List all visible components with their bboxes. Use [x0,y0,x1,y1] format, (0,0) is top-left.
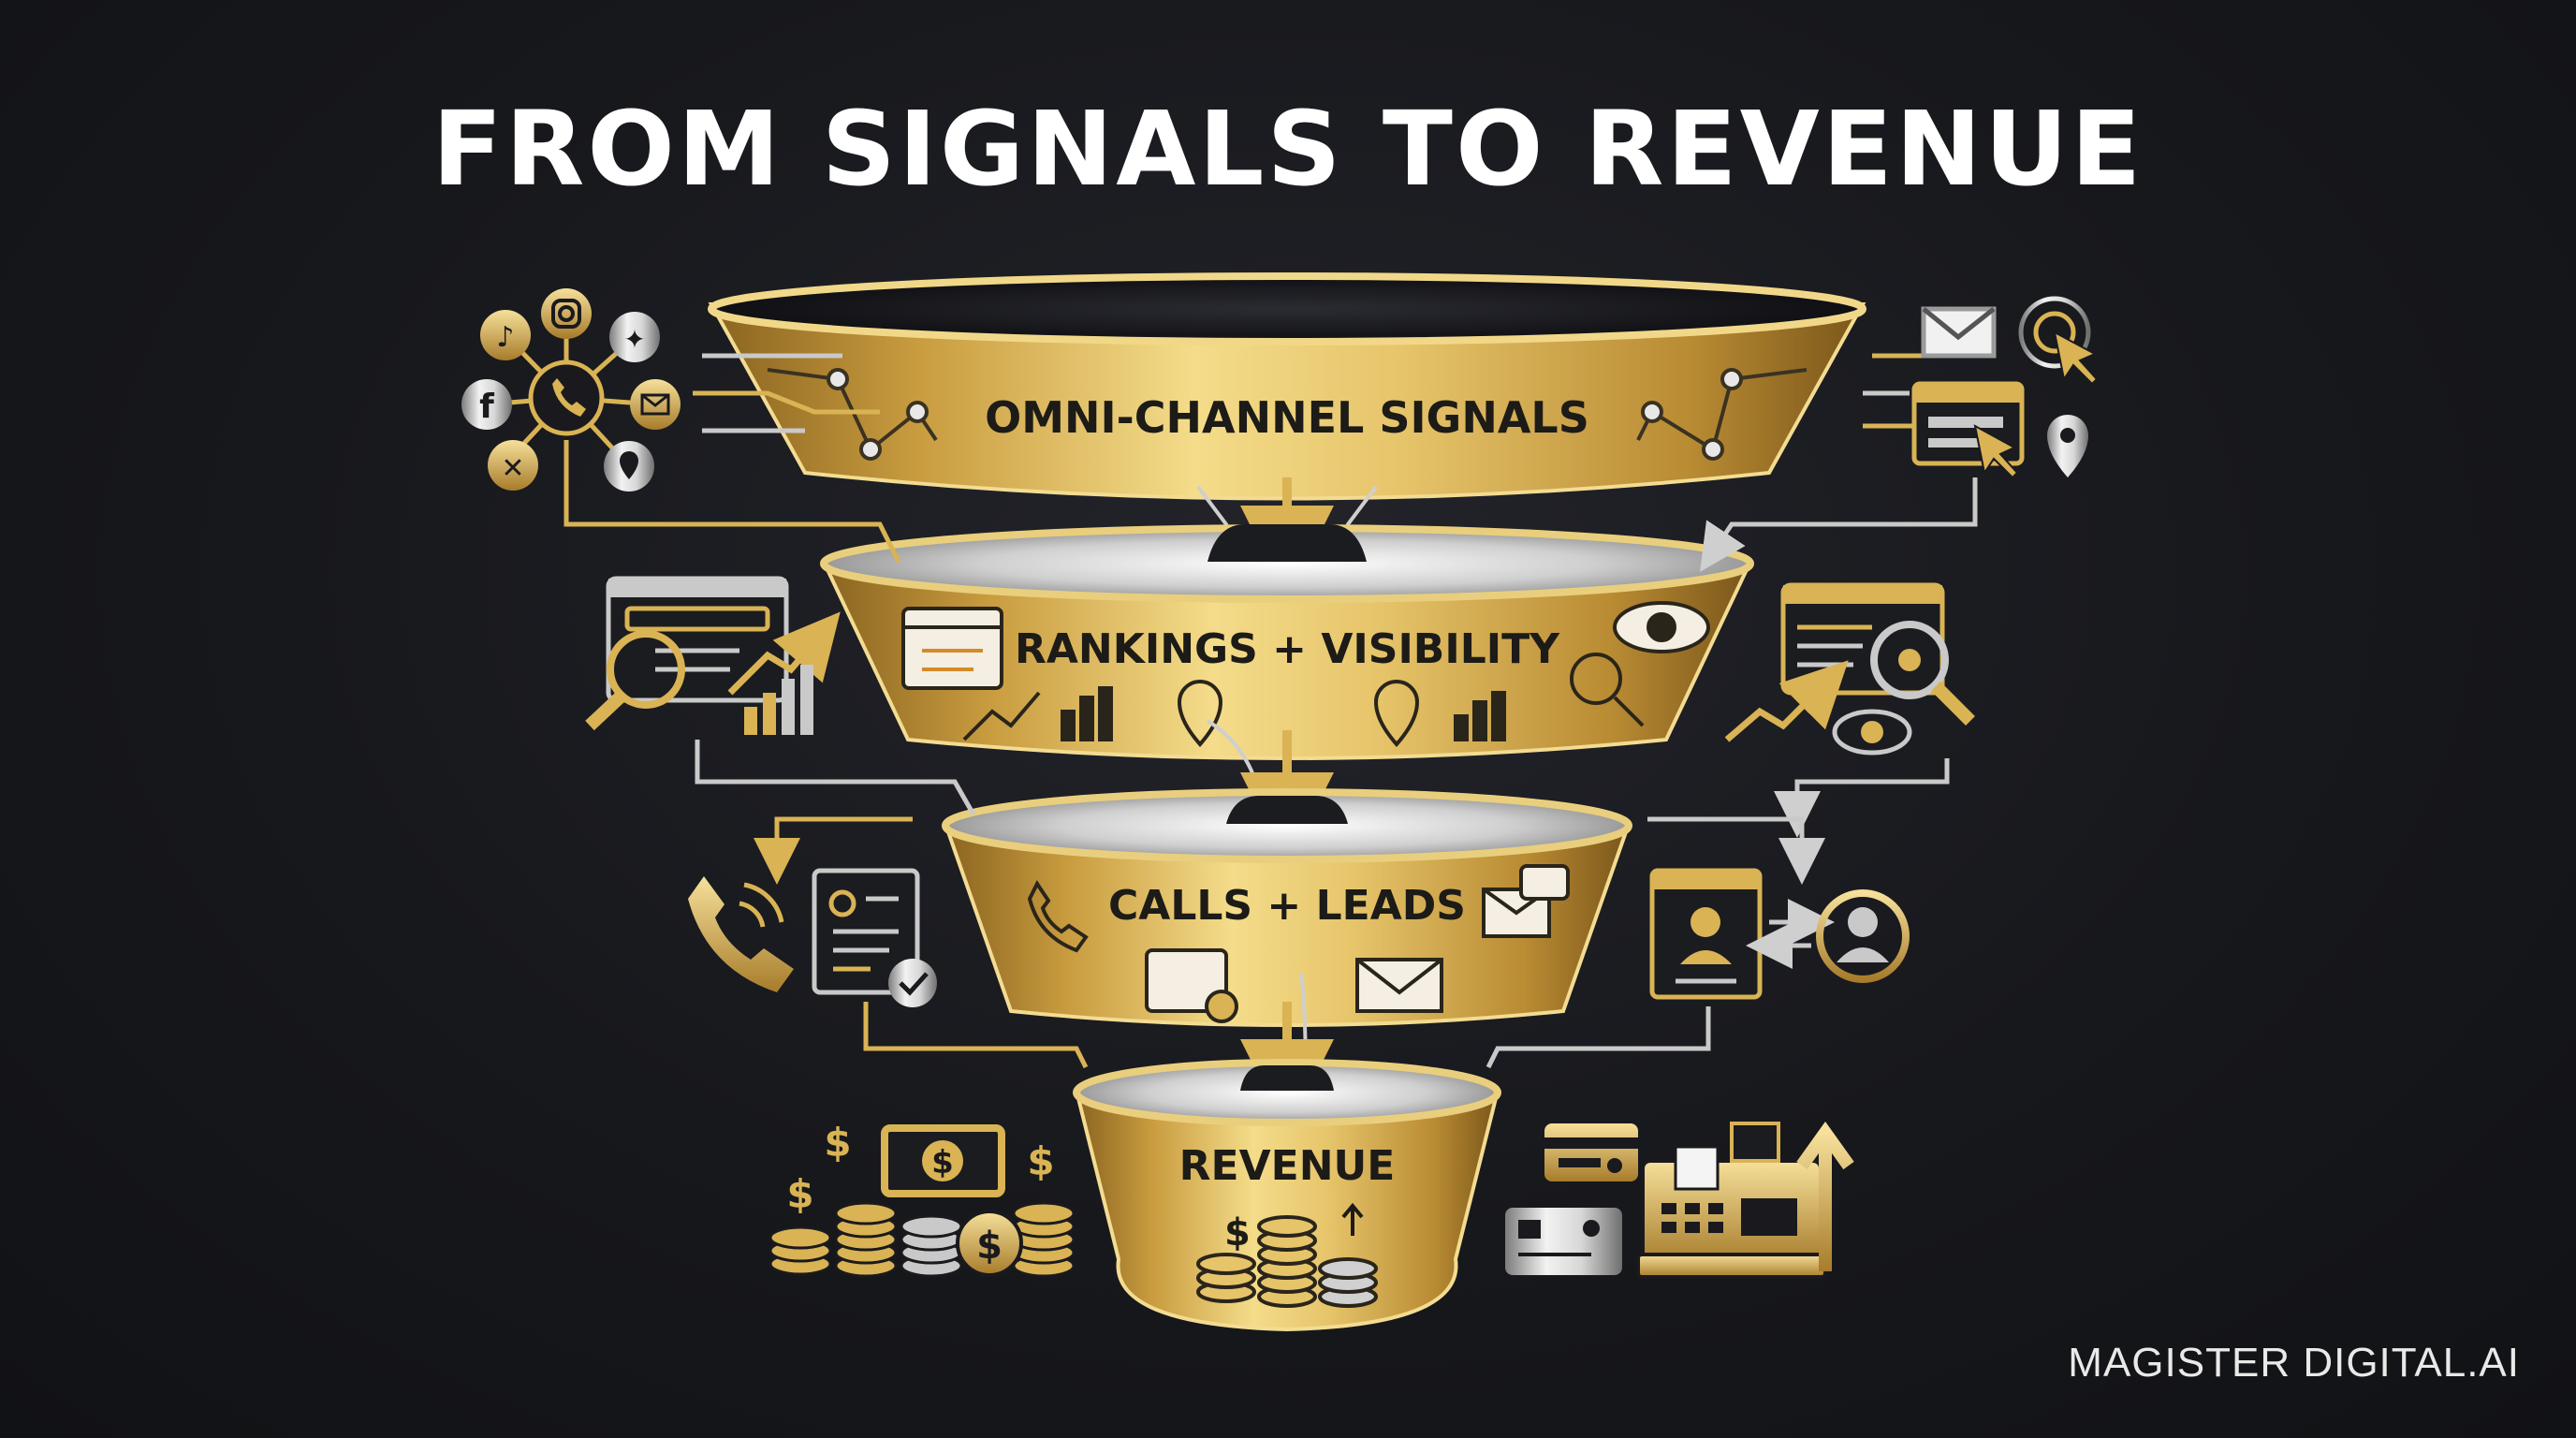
click-cursor-icon [2018,296,2091,369]
facebook-icon [461,379,512,430]
lead-form-icon [1145,948,1228,1013]
growth-chart-icon [727,611,841,696]
leads-left-cluster [688,816,1089,1069]
signals-left-cluster: ♪ ✦ f ✕ [461,288,901,564]
location-icon [2047,415,2088,477]
instagram-icon [541,288,592,339]
svg-text:$: $ [1027,1138,1054,1184]
x-icon [488,440,538,491]
stage-label-signals: OMNI-CHANNEL SIGNALS [985,392,1589,443]
page-title: FROM SIGNALS TO REVENUE [432,89,2144,209]
tiktok-icon [480,310,531,360]
svg-text:f: f [479,388,494,426]
revenue-right-cluster [1505,1121,1854,1279]
stage-rankings-visibility: RANKINGS + VISIBILITY [820,524,1754,760]
magnifier-icon [1570,653,1622,705]
svg-text:$: $ [824,1120,851,1166]
rankings-right-cluster [1724,582,1975,838]
svg-text:$: $ [786,1171,813,1217]
stage-label-revenue: REVENUE [1179,1142,1396,1190]
coin-stack-icon [1196,1215,1378,1308]
trend-icon [962,691,1041,741]
stage-omni-channel-signals: OMNI-CHANNEL SIGNALS [708,272,1866,501]
growth-arrow-icon [1724,660,1849,742]
coin-stack-icon [768,1201,1076,1278]
revenue-left-cluster: $ $ $ $ $ [768,1120,1076,1278]
credit-card-icon [1544,1123,1638,1181]
chat-bubble-icon [1519,864,1570,901]
magnifier-icon [607,630,685,709]
location-icon [1373,680,1420,748]
svg-text:$: $ [976,1225,1003,1268]
up-arrow-icon [1796,1121,1854,1271]
stage-revenue: REVENUE $ [1073,1059,1501,1332]
stage-label-calls-leads: CALLS + LEADS [1108,882,1466,930]
cash-register-icon [1636,1122,1827,1279]
signals-right-cluster [1700,296,2099,572]
user-icon [1816,889,1910,983]
stage-calls-leads: CALLS + LEADS [942,788,1632,1027]
svg-text:$: $ [931,1144,954,1181]
browser-icon [901,607,1003,690]
phone-hub-icon [528,360,605,436]
leads-right-cluster [1486,816,1910,1069]
stage-label-rankings: RANKINGS + VISIBILITY [1015,625,1560,673]
svg-text:✕: ✕ [501,452,524,485]
up-arrow-icon [1341,1202,1364,1236]
twitter-icon [609,312,660,362]
svg-text:♪: ♪ [496,321,514,354]
location-icon [1177,680,1223,748]
rankings-left-cluster [585,576,976,816]
brand-watermark: MAGISTER DIGITAL.AI [2068,1340,2520,1386]
credit-card-icon [1505,1208,1622,1275]
dollar-sign-icon: $ [1224,1211,1251,1255]
phone-icon [688,876,794,992]
coin-icon [956,1210,1023,1277]
phone-icon [1027,880,1089,953]
svg-text:✦: ✦ [623,324,645,355]
